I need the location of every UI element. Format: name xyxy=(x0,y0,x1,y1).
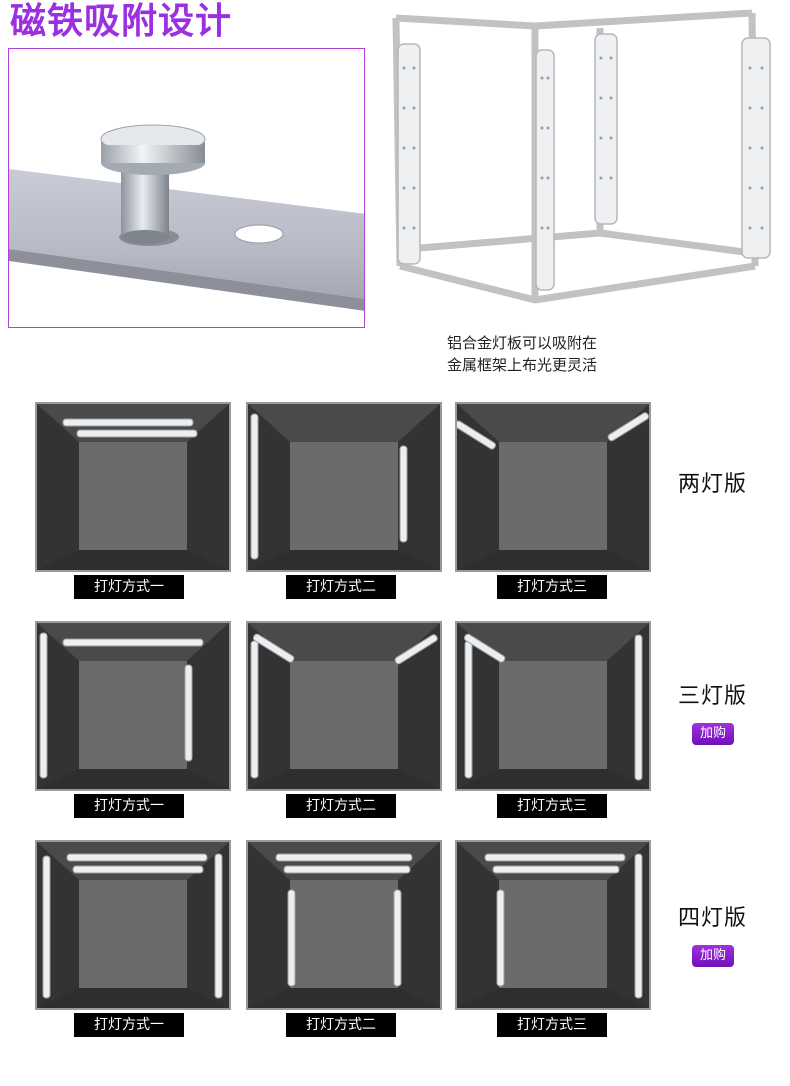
setup-tile xyxy=(246,621,442,791)
setup-tile xyxy=(35,621,231,791)
setup-label: 打灯方式二 xyxy=(286,1013,396,1037)
setup-label: 打灯方式三 xyxy=(497,1013,607,1037)
variant-title: 四灯版 xyxy=(678,906,748,931)
add-to-cart-button[interactable]: 加购 xyxy=(692,945,734,967)
setup-tile xyxy=(246,402,442,572)
light-bar xyxy=(62,418,198,438)
frame-caption: 铝合金灯板可以吸附在 金属框架上布光更灵活 xyxy=(447,332,687,376)
setup-label: 打灯方式三 xyxy=(497,794,607,818)
setup-label: 打灯方式二 xyxy=(286,794,396,818)
setup-tile xyxy=(246,840,442,1010)
magnet-closeup-photo xyxy=(8,48,365,328)
variant-title: 两灯版 xyxy=(678,472,748,497)
setup-label: 打灯方式一 xyxy=(74,794,184,818)
setup-tile xyxy=(35,840,231,1010)
setup-tile xyxy=(455,621,651,791)
caption-line-2: 金属框架上布光更灵活 xyxy=(447,356,598,374)
setup-label: 打灯方式一 xyxy=(74,575,184,599)
variant-title: 三灯版 xyxy=(678,684,748,709)
page-title: 磁铁吸附设计 xyxy=(10,1,233,42)
setup-tile xyxy=(455,402,651,572)
setup-label: 打灯方式三 xyxy=(497,575,607,599)
frame-with-panels-illustration xyxy=(390,8,785,328)
setup-tile xyxy=(35,402,231,572)
setup-label: 打灯方式二 xyxy=(286,575,396,599)
setup-label: 打灯方式一 xyxy=(74,1013,184,1037)
setup-tile xyxy=(455,840,651,1010)
add-to-cart-button[interactable]: 加购 xyxy=(692,723,734,745)
caption-line-1: 铝合金灯板可以吸附在 xyxy=(447,334,598,352)
